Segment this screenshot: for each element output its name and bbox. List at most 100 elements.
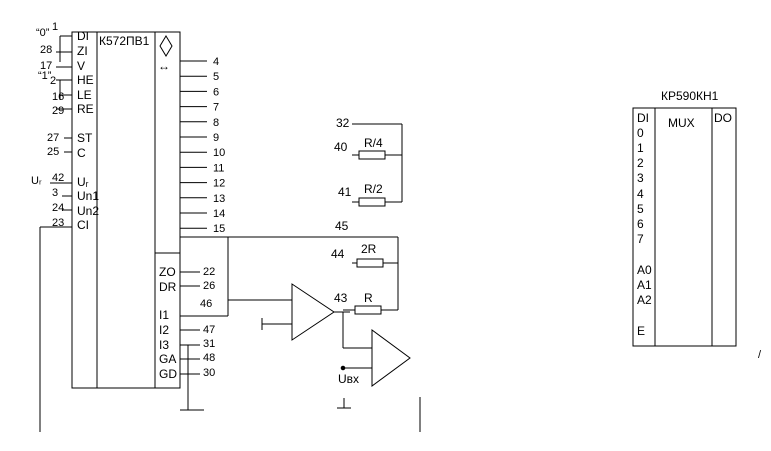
pin-num-31: 31 <box>203 338 215 350</box>
pin-name-gd: GD <box>159 367 177 381</box>
mux-output-label: DO <box>714 111 732 125</box>
pin-num-40: 40 <box>334 140 348 154</box>
pin-num-43: 43 <box>334 291 348 305</box>
mux-pin-label: 3 <box>637 171 644 185</box>
mux-pin-label: A1 <box>637 278 652 292</box>
adc-chip-title: К572ПВ1 <box>99 34 150 48</box>
pin-name-ga: GA <box>159 352 176 366</box>
pin-name-un1: Un1 <box>77 189 99 203</box>
pin-name-i3: I3 <box>159 338 169 352</box>
pin-prefix-di: “0” <box>36 27 50 39</box>
resistor-network: 32 40 R/4 41 R/2 45 44 2R 43 R <box>331 116 403 315</box>
pin-name-re: RE <box>77 102 94 116</box>
input-voltage-label: Uвх <box>338 372 359 386</box>
data-output-pin-num: 8 <box>213 117 219 129</box>
adc-chip: К572ПВ1 ↔ <box>71 31 181 389</box>
pin-name-un2: Un2 <box>77 204 99 218</box>
pin-name-ur: Uᵣ <box>77 175 89 189</box>
mux-pin-label: 7 <box>637 232 644 246</box>
pin-num-32: 32 <box>336 116 350 130</box>
mux-pin-label: 0 <box>637 126 644 140</box>
pin-name-i1: I1 <box>159 308 169 322</box>
pin-num-41: 41 <box>338 185 352 199</box>
data-output-pin-num: 4 <box>213 56 219 68</box>
pin-name-le: LE <box>77 88 92 102</box>
pin-num-45: 45 <box>335 219 349 233</box>
pin-num-2: 2 <box>50 75 56 87</box>
pin-name-zi: ZI <box>77 44 88 58</box>
data-output-pin-num: 13 <box>213 193 225 205</box>
data-output-pin-num: 12 <box>213 178 225 190</box>
resistor-r-label: R <box>364 291 373 305</box>
pin-num-25: 25 <box>47 146 59 158</box>
adc-wiring <box>180 236 398 316</box>
resistor-2r <box>356 258 384 268</box>
resistor-r2 <box>358 197 386 207</box>
input-node-dot <box>340 365 346 371</box>
pin-num-22: 22 <box>203 266 215 278</box>
data-output-pin-num: 15 <box>213 223 225 235</box>
pin-num-48: 48 <box>203 352 215 364</box>
mux-chip-body <box>632 107 737 347</box>
pin-num-44: 44 <box>331 247 345 261</box>
opamp-2-triangle <box>371 329 411 387</box>
bidirectional-arrow-icon: ↔ <box>158 59 170 73</box>
mux-pin-label: 1 <box>637 141 644 155</box>
pin-name-c: C <box>77 146 86 160</box>
diamond-icon <box>159 35 173 57</box>
mux-pin-label: 4 <box>637 187 644 201</box>
pin-num-26: 26 <box>203 280 215 292</box>
data-output-pin-num: 11 <box>213 162 224 174</box>
pin-name-ci: CI <box>77 218 89 232</box>
pin-prefix-he: “1” <box>38 70 52 82</box>
pin-num-42: 42 <box>52 172 64 184</box>
pin-num-47: 47 <box>203 324 215 336</box>
mux-chip-title: КР590КН1 <box>661 89 719 103</box>
pin-name-v: V <box>77 59 85 73</box>
pin-name-zo: ZO <box>159 265 176 279</box>
mux-pin-label: DI <box>637 111 649 125</box>
mux-pin-label: E <box>637 324 645 338</box>
resistor-r2-label: R/2 <box>364 182 383 196</box>
mux-pin-label: A0 <box>637 263 652 277</box>
pin-name-he: HE <box>77 73 94 87</box>
adc-lower-right-pins: ZO 22 DR 26 46 I1 I2 47 I3 31 GA 48 GD 3… <box>159 265 228 411</box>
resistor-r4-label: R/4 <box>364 136 383 150</box>
resistor-r <box>354 305 382 315</box>
pin-name-dr: DR <box>159 280 177 294</box>
opamp-1-triangle <box>291 283 335 341</box>
data-output-pin-num: 6 <box>213 86 219 98</box>
data-output-pin-num: 5 <box>213 71 219 83</box>
mux-pin-label: 2 <box>637 156 644 170</box>
stray-mark: / <box>758 349 762 361</box>
data-output-pin-num: 7 <box>213 102 219 114</box>
pin-num-30: 30 <box>203 367 215 379</box>
mux-center-label: MUX <box>668 116 695 130</box>
pin-num-46: 46 <box>200 298 212 310</box>
pin-num-28: 28 <box>40 44 52 56</box>
pin-num-3: 3 <box>52 187 58 199</box>
pin-num-17: 17 <box>40 60 52 72</box>
pin-num-1: 1 <box>52 21 58 33</box>
adc-left-pins: “0” 1 DI 28 ZI 17 V “1” 2 HE 16 LE 29 RE… <box>31 21 99 432</box>
pin-name-di: DI <box>77 29 89 43</box>
resistor-2r-label: 2R <box>361 242 377 256</box>
pin-num-16: 16 <box>52 91 64 103</box>
resistor-r4 <box>358 150 386 160</box>
pin-name-st: ST <box>77 131 93 145</box>
data-output-pin-num: 14 <box>213 208 225 220</box>
mux-pin-label: 6 <box>637 217 644 231</box>
data-output-pin-num: 10 <box>213 147 225 159</box>
pin-num-29: 29 <box>52 105 64 117</box>
pin-num-27: 27 <box>47 132 59 144</box>
mux-pin-label: 5 <box>637 202 644 216</box>
pin-name-i2: I2 <box>159 323 169 337</box>
opamp-1 <box>261 283 350 348</box>
pin-num-23: 23 <box>52 217 64 229</box>
pin-num-24: 24 <box>52 202 64 214</box>
